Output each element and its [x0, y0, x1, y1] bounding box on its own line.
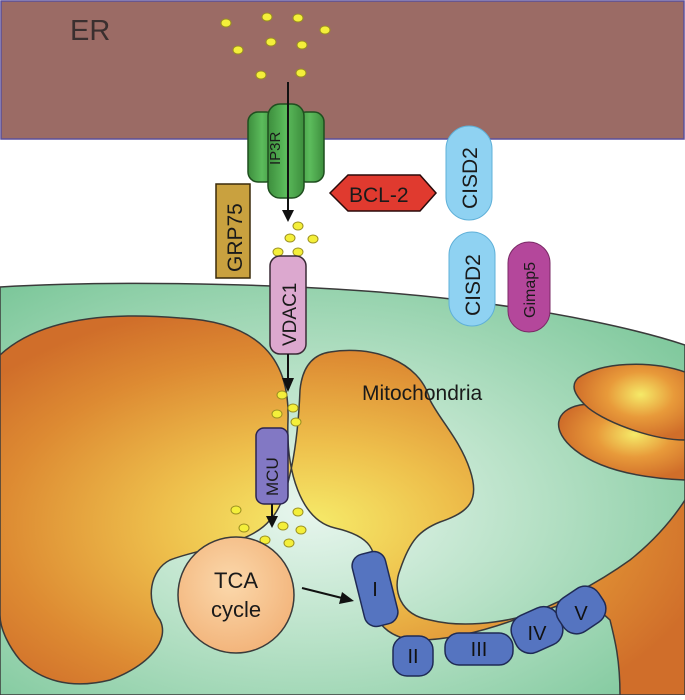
mcu-label: MCU [263, 457, 282, 496]
vdac1-label: VDAC1 [280, 283, 301, 346]
tca-label-line2: cycle [211, 597, 261, 622]
mcu-channel: MCU [255, 427, 289, 528]
cisd2-er-label: CISD2 [459, 147, 482, 209]
complex-2-label: II [407, 646, 418, 668]
complex-1: I [351, 550, 399, 628]
complex-5: V [555, 585, 607, 635]
gimap5-label: Gimap5 [522, 262, 539, 318]
calcium-ions-intermembrane [271, 390, 302, 427]
grp75-label: GRP75 [224, 203, 247, 272]
ip3r-label: IP3R [267, 131, 284, 165]
bcl2-label: BCL-2 [349, 184, 409, 207]
calcium-ions-cleft [272, 221, 319, 257]
complex-2: II [392, 635, 434, 677]
complex-3-label: III [471, 639, 488, 661]
er-membrane [0, 0, 685, 140]
crista-blob [573, 363, 685, 441]
er-label: ER [70, 15, 110, 47]
complex-1-label: I [372, 579, 378, 601]
ip3r-channel: IP3R [247, 82, 325, 222]
complex-4-label: IV [528, 623, 548, 645]
cisd2-er-protein: CISD2 [445, 125, 493, 221]
er-calcium-ions [220, 12, 331, 80]
bcl2-protein: BCL-2 [328, 174, 438, 212]
cisd2-mito-protein: CISD2 [448, 231, 496, 327]
mitochondrial-matrix [0, 315, 685, 696]
complex-5-label: V [574, 603, 588, 625]
gimap5-protein: Gimap5 [507, 241, 551, 333]
tca-to-complex-arrow [301, 587, 354, 604]
mitochondria-label: Mitochondria [362, 382, 483, 405]
tca-cycle: TCA cycle [177, 536, 295, 654]
cisd2-mito-label: CISD2 [462, 254, 485, 316]
vdac1-channel: VDAC1 [269, 255, 307, 392]
tca-label-line1: TCA [214, 568, 258, 593]
grp75-protein: GRP75 [215, 183, 251, 279]
calcium-ions-matrix [230, 505, 307, 548]
complex-3: III [444, 632, 514, 666]
